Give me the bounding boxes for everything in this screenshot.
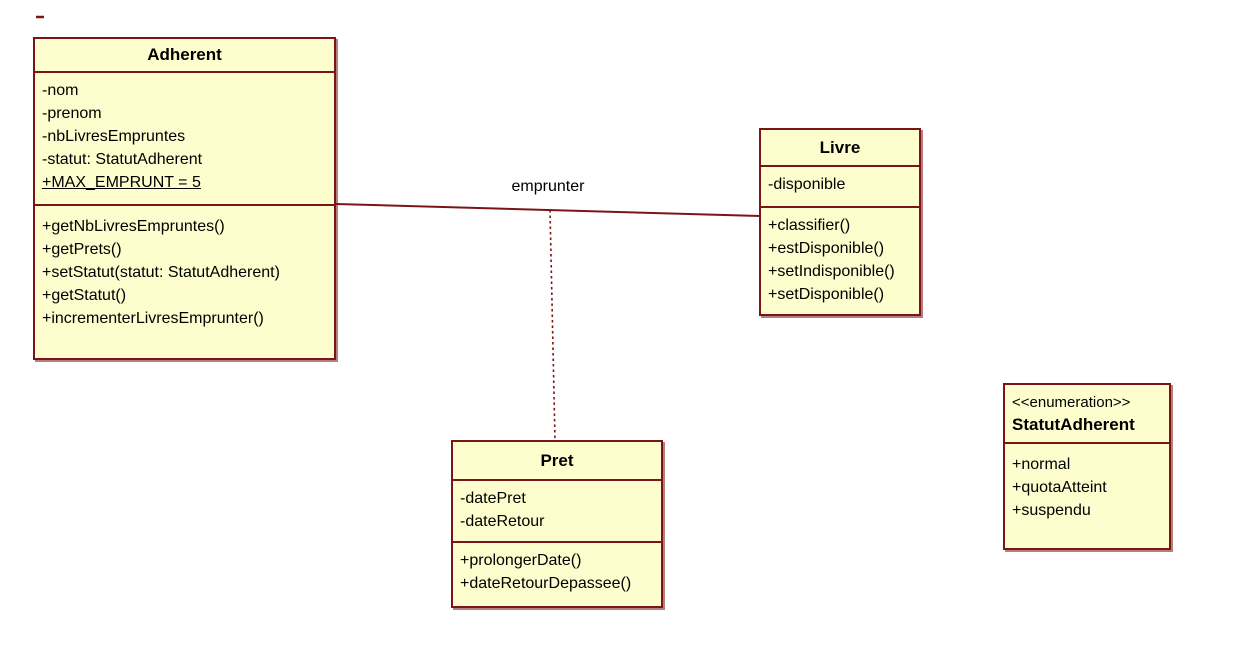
class-pret-methods: +prolongerDate() +dateRetourDepassee() (453, 541, 661, 606)
method-dateretourdepassee: +dateRetourDepassee() (460, 575, 632, 592)
class-livre-methods: +classifier() +estDisponible() +setIndis… (761, 206, 919, 314)
attribute-nblivresempruntes: -nbLivresEmpruntes (42, 128, 186, 145)
method-getstatut: +getStatut() (42, 287, 127, 304)
class-livre-title: Livre (761, 130, 919, 167)
method-incrementerlivresemprunter: +incrementerLivresEmprunter() (42, 310, 264, 327)
attribute-disponible: -disponible (768, 176, 846, 193)
enumeration-values: +normal +quotaAtteint +suspendu (1005, 444, 1169, 522)
method-setdisponible: +setDisponible() (768, 286, 885, 303)
class-pret-title: Pret (453, 442, 661, 481)
attribute-prenom: -prenom (42, 105, 102, 122)
method-setstatut: +setStatut(statut: StatutAdherent) (42, 264, 280, 281)
method-prolongerdate: +prolongerDate() (460, 552, 582, 569)
enumeration-statutadherent: <<enumeration>> StatutAdherent +normal +… (1003, 383, 1171, 550)
method-setindisponible: +setIndisponible() (768, 263, 895, 280)
class-adherent-attributes: -nom -prenom -nbLivresEmpruntes -statut:… (35, 73, 334, 204)
method-estdisponible: +estDisponible() (768, 240, 885, 257)
class-adherent-title: Adherent (35, 39, 334, 73)
class-livre: Livre -disponible +classifier() +estDisp… (759, 128, 921, 316)
enum-value-suspendu: +suspendu (1012, 502, 1091, 519)
method-classifier: +classifier() (768, 217, 851, 234)
enum-value-quotaatteint: +quotaAtteint (1012, 479, 1107, 496)
method-getprets: +getPrets() (42, 241, 122, 258)
attribute-dateretour: -dateRetour (460, 513, 545, 530)
association-class-dotted-link (549, 209, 556, 441)
class-pret-attributes: -datePret -dateRetour (453, 481, 661, 541)
attribute-datepret: -datePret (460, 490, 526, 507)
class-adherent-methods: +getNbLivresEmpruntes() +getPrets() +set… (35, 204, 334, 358)
method-getnblivresempruntes: +getNbLivresEmpruntes() (42, 218, 225, 235)
attribute-statut: -statut: StatutAdherent (42, 151, 203, 168)
class-pret: Pret -datePret -dateRetour +prolongerDat… (451, 440, 663, 608)
enum-value-normal: +normal (1012, 456, 1071, 473)
association-line-emprunter (335, 203, 761, 217)
attribute-nom: -nom (42, 82, 79, 99)
attribute-max-emprunt: +MAX_EMPRUNT = 5 (42, 174, 201, 191)
enumeration-statutadherent-header: <<enumeration>> StatutAdherent (1005, 385, 1169, 444)
class-livre-attributes: -disponible (761, 167, 919, 206)
class-adherent: Adherent -nom -prenom -nbLivresEmpruntes… (33, 37, 336, 360)
enumeration-stereotype: <<enumeration>> (1012, 393, 1131, 411)
association-label-emprunter: emprunter (511, 178, 585, 195)
enumeration-name: StatutAdherent (1012, 414, 1135, 434)
